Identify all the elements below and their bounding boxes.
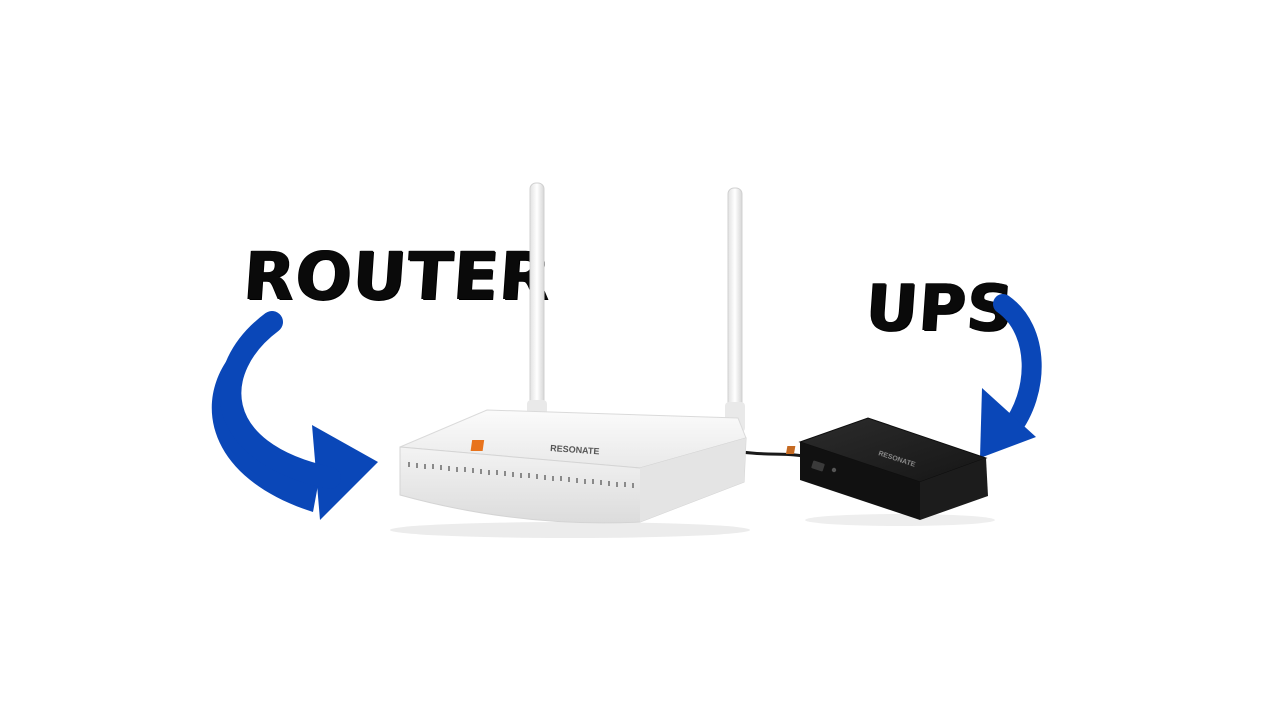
ups-arrow-icon [980,294,1042,458]
ups-device: RESONATE [785,417,995,526]
router-antennas [527,182,745,439]
router-brand-text: RESONATE [550,443,600,456]
router-body [390,409,750,538]
router-arrow-icon [211,311,378,520]
router-logo: RESONATE [470,440,600,456]
